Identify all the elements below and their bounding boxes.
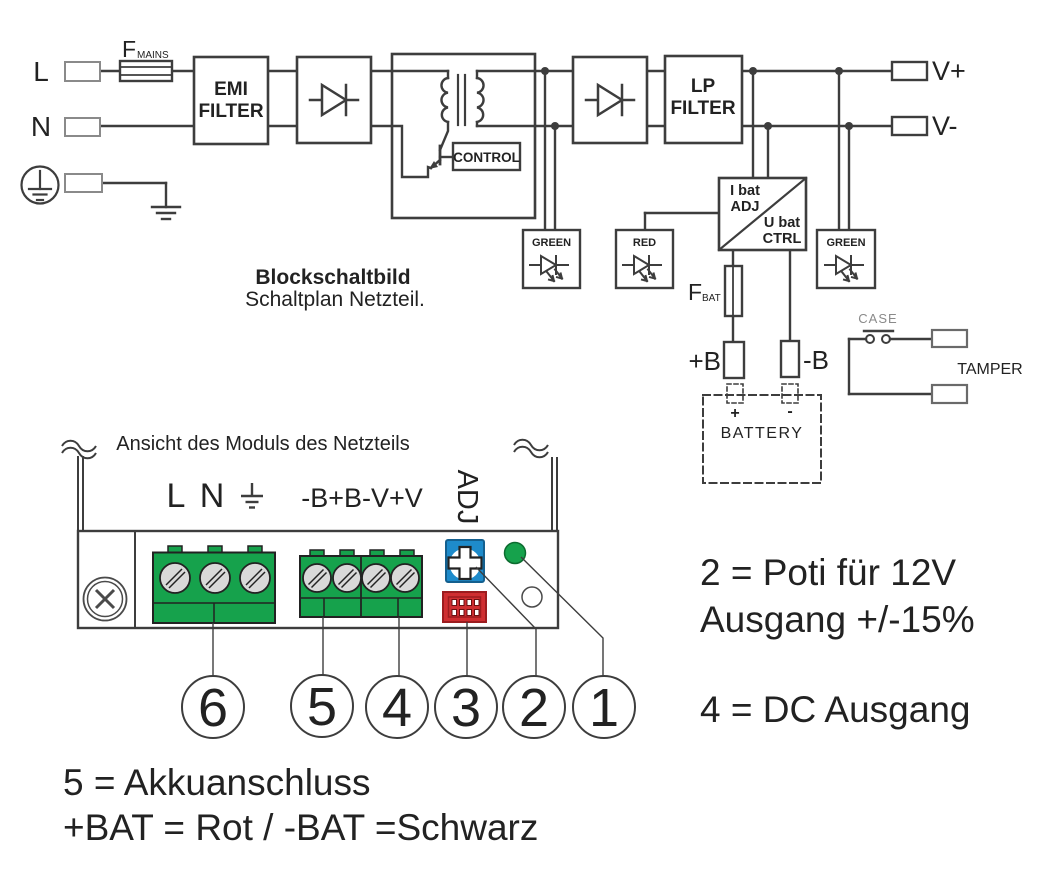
caption-title: Blockschaltbild bbox=[255, 266, 410, 289]
label-plus-b: +B bbox=[688, 346, 721, 376]
dc-terminal-block bbox=[299, 549, 423, 618]
terminal-pe bbox=[64, 173, 103, 193]
fuse-bat-label: F bbox=[688, 279, 702, 305]
module-label-l: L bbox=[167, 477, 186, 515]
break-marks bbox=[61, 438, 549, 460]
label-minus-b: -B bbox=[803, 345, 829, 375]
mounting-screw bbox=[82, 576, 128, 622]
mains-terminal-block bbox=[152, 545, 276, 624]
bat-ctrl-l1: I bat bbox=[730, 183, 760, 199]
module-walls bbox=[77, 456, 558, 531]
callout-3: 3 bbox=[451, 678, 481, 738]
module-hole bbox=[521, 586, 543, 608]
bat-ctrl-l2: ADJ bbox=[730, 199, 759, 215]
terminal-vminus bbox=[890, 115, 929, 137]
terminal-plus-b bbox=[722, 340, 746, 380]
led-green1-label: GREEN bbox=[532, 237, 571, 249]
callout-leaders bbox=[212, 556, 604, 676]
lp-filter-line1: LP bbox=[691, 76, 716, 97]
terminal-l bbox=[64, 61, 101, 82]
tamper-terminal-2 bbox=[930, 383, 969, 405]
module-title: Ansicht des Moduls des Netzteils bbox=[116, 433, 409, 455]
note-dc-output: 4 = DC Ausgang bbox=[700, 689, 971, 730]
callout-circle-2 bbox=[502, 675, 566, 739]
terminal-screw bbox=[302, 563, 332, 593]
callout-4: 4 bbox=[382, 678, 412, 738]
bat-ctrl-l4: CTRL bbox=[763, 231, 802, 247]
led-red-label: RED bbox=[633, 237, 656, 249]
terminal-screw bbox=[390, 563, 420, 593]
terminal-screw bbox=[332, 563, 362, 593]
label-vminus: V- bbox=[932, 111, 958, 141]
control-label: CONTROL bbox=[453, 150, 520, 165]
callouts: 6 5 4 3 2 1 bbox=[181, 674, 636, 739]
callout-circle-6 bbox=[181, 675, 245, 739]
block-diagram: L N F MAINS EMI FILTER bbox=[20, 36, 1023, 484]
terminal-screw bbox=[361, 563, 391, 593]
led-green2: GREEN bbox=[815, 228, 877, 290]
note-akku: 5 = Akkuanschluss bbox=[63, 762, 371, 803]
label-n-input: N bbox=[31, 111, 51, 142]
led-red: RED bbox=[614, 228, 675, 290]
tamper-label: TAMPER bbox=[957, 361, 1022, 378]
tamper-circuit: CASE TAMPER bbox=[847, 311, 1023, 405]
led-green1: GREEN bbox=[521, 228, 582, 290]
fuse-mains-label: F bbox=[122, 36, 136, 62]
callout-2: 2 bbox=[519, 678, 549, 738]
junction-dots bbox=[541, 67, 853, 130]
terminal-n bbox=[64, 117, 101, 137]
transistor-emitter-arrow bbox=[429, 161, 438, 169]
caption-subtitle: Schaltplan Netzteil. bbox=[245, 288, 425, 311]
lp-filter-box bbox=[663, 54, 744, 145]
fuse-bat-sub: BAT bbox=[702, 293, 721, 304]
fuse-mains-sub: MAINS bbox=[137, 50, 169, 61]
battery-minus: - bbox=[787, 403, 792, 420]
pe-earth-symbol bbox=[20, 165, 60, 205]
battery-outline bbox=[702, 383, 822, 484]
bat-ctrl-box: I bat ADJ U bat CTRL bbox=[717, 176, 808, 252]
callout-circle-3 bbox=[434, 675, 498, 739]
note-poti-line2: Ausgang +/-15% bbox=[700, 599, 975, 640]
terminal-vplus bbox=[890, 60, 929, 82]
lp-filter-line2: FILTER bbox=[670, 98, 735, 119]
callout-circle-5 bbox=[290, 674, 354, 738]
notes: 2 = Poti für 12V Ausgang +/-15% 4 = DC A… bbox=[63, 552, 975, 848]
module-earth-icon bbox=[241, 483, 263, 509]
ground-symbol bbox=[150, 205, 182, 221]
fuse-mains bbox=[118, 59, 174, 83]
terminal-screw bbox=[239, 562, 271, 594]
red-connector bbox=[442, 591, 487, 623]
battery-plus: + bbox=[730, 405, 739, 422]
note-poti-line1: 2 = Poti für 12V bbox=[700, 552, 956, 593]
module-label-terminals: -B+B-V+V bbox=[301, 483, 423, 513]
callout-6: 6 bbox=[198, 678, 228, 738]
emi-filter-line2: FILTER bbox=[198, 101, 263, 122]
bat-ctrl-l3: U bat bbox=[764, 215, 800, 231]
label-vplus: V+ bbox=[932, 56, 966, 86]
case-label: CASE bbox=[858, 311, 897, 326]
terminal-minus-b bbox=[779, 339, 801, 379]
emi-filter-box bbox=[192, 55, 270, 146]
terminal-screw bbox=[199, 562, 231, 594]
module-view: Ansicht des Moduls des Netzteils L N -B+… bbox=[61, 433, 636, 739]
adjust-potentiometer bbox=[445, 539, 485, 583]
callout-5: 5 bbox=[307, 677, 337, 737]
control-box bbox=[451, 141, 522, 172]
battery-label: BATTERY bbox=[721, 425, 804, 442]
tamper-terminal-1 bbox=[930, 328, 969, 349]
emi-filter-line1: EMI bbox=[214, 79, 248, 100]
module-label-adj: ADJ bbox=[451, 470, 483, 525]
module-label-n: N bbox=[200, 477, 225, 515]
led-green2-label: GREEN bbox=[826, 237, 865, 249]
terminal-screw bbox=[159, 562, 191, 594]
transformer-block: CONTROL bbox=[390, 52, 537, 220]
label-l-input: L bbox=[33, 56, 49, 87]
callout-1: 1 bbox=[589, 678, 619, 738]
note-bat-colors: +BAT = Rot / -BAT =Schwarz bbox=[63, 807, 538, 848]
callout-circle-4 bbox=[365, 675, 429, 739]
module-green-led bbox=[503, 541, 527, 565]
callout-circle-1 bbox=[572, 675, 636, 739]
